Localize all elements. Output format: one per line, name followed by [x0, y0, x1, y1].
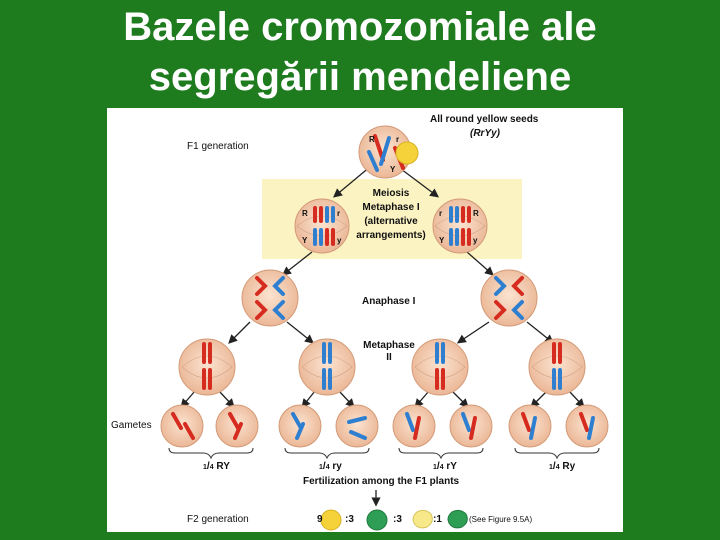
gamete-cell-5 [392, 404, 436, 448]
allele-Y: Y [439, 236, 445, 245]
allele-R: R [369, 135, 375, 144]
fraction-den: 4 [439, 464, 444, 471]
allele-y: y [473, 236, 478, 245]
chromosomes [171, 134, 595, 440]
gamete-fraction-Ry: 1/4 Ry [549, 461, 576, 472]
ratio-9: 9 [317, 514, 323, 525]
allele-R: R [302, 209, 308, 218]
metaphase-i-cell-right [432, 198, 488, 254]
fraction-den: 4 [555, 464, 560, 471]
meiosis-label: Meiosis [372, 188, 410, 199]
metaphase-ii-cell-3 [411, 338, 469, 396]
genotype-label: (RrYy) [470, 128, 501, 139]
gametes-label: Gametes [111, 420, 152, 431]
anaphase-i-label: Anaphase I [362, 296, 416, 307]
metaphase-ii-cell-4 [528, 338, 586, 396]
allele-R: R [473, 209, 479, 218]
allele-r: r [439, 209, 442, 218]
anaphase-i-cell-left [241, 269, 299, 327]
gamete-fraction-ry: 1/4 ry [319, 461, 342, 472]
anaphase-i-cell-right [480, 269, 538, 327]
metaphase-ii-cell-1 [178, 338, 236, 396]
ratio-3a: :3 [345, 514, 354, 525]
genotype-Ry: Ry [562, 461, 576, 472]
allele-y: y [337, 236, 342, 245]
fraction-den: 4 [325, 464, 330, 471]
figure-drawing: R r y Y R r Y y r R Y y [160, 125, 609, 531]
fraction-num: 1 [433, 464, 437, 471]
alternative-label-line1: (alternative [364, 216, 418, 227]
ratio-3b: :3 [393, 514, 402, 525]
metaphase-ii-label: Metaphase [363, 340, 415, 351]
cells [160, 125, 609, 448]
fraction-num: 1 [549, 464, 553, 471]
metaphase-i-label: Metaphase I [362, 202, 420, 213]
green-wrinkled-seed [447, 509, 468, 529]
genotype-ry: ry [332, 461, 342, 472]
f2-generation-label: F2 generation [187, 514, 249, 525]
allele-r: r [337, 209, 340, 218]
title-line-2: segregării mendeliene [148, 55, 572, 99]
gamete-cell-6 [449, 404, 493, 448]
yellow-round-seed-top [395, 141, 419, 165]
alternative-label-line2: arrangements) [356, 230, 426, 241]
fraction-den: 4 [209, 464, 214, 471]
gamete-cell-4 [335, 404, 379, 448]
genotype-rY: rY [446, 461, 457, 472]
metaphase-i-cell-left [294, 198, 350, 254]
gamete-braces [168, 447, 600, 460]
gamete-cell-7 [508, 404, 552, 448]
ratio-1: :1 [433, 514, 442, 525]
slide-title: Bazele cromozomiale ale segregării mende… [0, 2, 720, 102]
yellow-wrinkled-seed [412, 509, 433, 529]
allele-Y: Y [390, 165, 396, 174]
yellow-round-seed [320, 509, 342, 531]
see-figure-ref: (See Figure 9.5A) [469, 515, 533, 524]
meiosis-figure: R r y Y R r Y y r R Y y All round yellow… [107, 108, 623, 532]
fraction-num: 1 [319, 464, 323, 471]
fraction-num: 1 [203, 464, 207, 471]
allele-r: r [396, 135, 399, 144]
green-round-seed [366, 509, 388, 531]
phenotype-label: All round yellow seeds [430, 114, 539, 125]
arrows [180, 165, 585, 507]
f1-generation-label: F1 generation [187, 141, 249, 152]
gamete-fraction-rY: 1/4 rY [433, 461, 457, 472]
title-line-1: Bazele cromozomiale ale [123, 5, 597, 49]
genotype-RY: RY [216, 461, 230, 472]
metaphase-ii-cell-2 [298, 338, 356, 396]
fertilization-label: Fertilization among the F1 plants [303, 476, 460, 487]
metaphase-ii-number: II [386, 352, 392, 363]
allele-Y: Y [302, 236, 308, 245]
gamete-fraction-RY: 1/4 RY [203, 461, 230, 472]
